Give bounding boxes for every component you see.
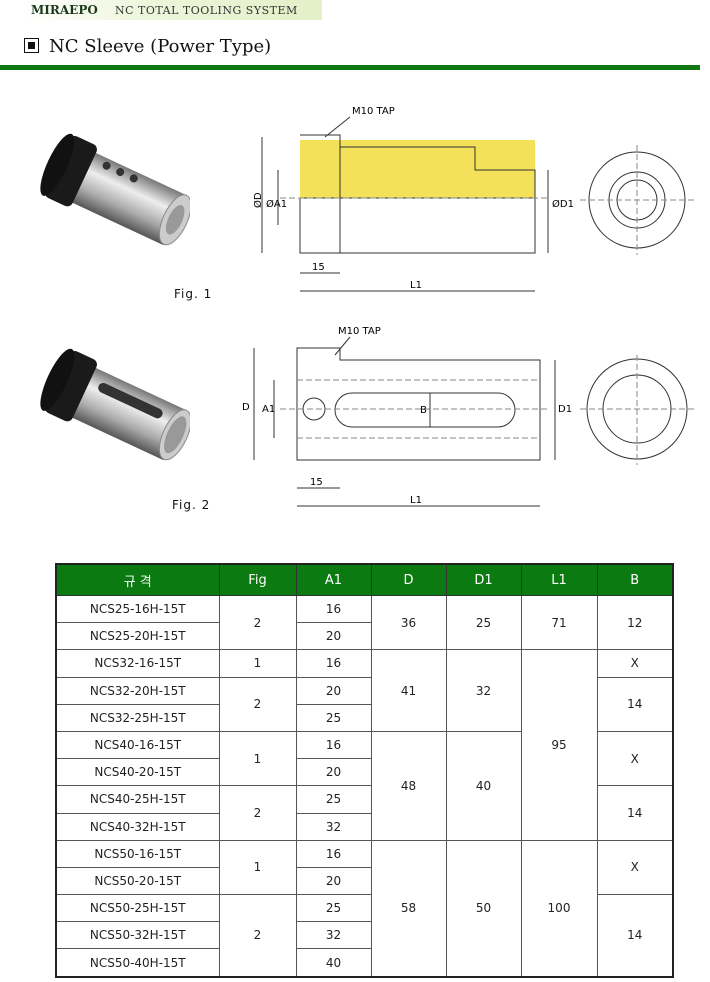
- divider: [0, 65, 700, 70]
- svg-text:ØD: ØD: [252, 192, 264, 208]
- cell-d: 48: [370, 730, 447, 841]
- cell-d: 58: [370, 839, 447, 978]
- svg-text:A1: A1: [262, 404, 275, 415]
- cell-d1: 40: [445, 730, 522, 841]
- cell-spec: NCS25-16H-15T: [55, 594, 220, 624]
- svg-text:L1: L1: [410, 495, 422, 506]
- cell-fig: 2: [218, 594, 297, 651]
- cell-d1: 32: [445, 649, 522, 732]
- fig2-label: Fig. 2: [172, 498, 211, 512]
- table-row: NCS50-40H-15T 40: [55, 948, 673, 978]
- col-b: B: [596, 563, 674, 596]
- cell-a1: 20: [295, 758, 372, 787]
- cell-d: 36: [370, 594, 447, 651]
- square-bullet-icon: [24, 38, 39, 53]
- drawing-fig2: M10 TAP D A1 B D1 15 L1: [242, 326, 695, 507]
- svg-text:D: D: [242, 402, 250, 413]
- cell-a1: 20: [295, 676, 372, 705]
- page-title: NC Sleeve (Power Type): [24, 36, 271, 57]
- cell-a1: 25: [295, 703, 372, 732]
- col-fig: Fig: [218, 563, 297, 596]
- cell-spec: NCS40-20-15T: [55, 758, 220, 787]
- cell-b: 14: [596, 785, 674, 841]
- cell-l1: 71: [520, 594, 598, 651]
- table-row: NCS25-20H-15T 20: [55, 622, 673, 651]
- cell-a1: 20: [295, 866, 372, 896]
- cell-a1: 25: [295, 785, 372, 814]
- cell-spec: NCS40-32H-15T: [55, 812, 220, 841]
- cell-spec: NCS40-25H-15T: [55, 785, 220, 814]
- col-d: D: [370, 563, 447, 596]
- svg-text:D1: D1: [558, 404, 572, 415]
- cell-a1: 32: [295, 921, 372, 950]
- cell-b: X: [596, 839, 674, 896]
- cell-l1: 95: [520, 649, 598, 841]
- svg-text:M10 TAP: M10 TAP: [352, 106, 395, 117]
- cell-spec: NCS50-25H-15T: [55, 894, 220, 923]
- fig1-label: Fig. 1: [174, 287, 213, 301]
- cell-fig: 2: [218, 785, 297, 841]
- cell-a1: 16: [295, 839, 372, 868]
- cell-b: 14: [596, 894, 674, 978]
- cell-d1: 50: [445, 839, 522, 978]
- svg-text:L1: L1: [410, 280, 422, 291]
- svg-text:ØD1: ØD1: [552, 198, 574, 210]
- product-photo-fig2: [40, 348, 190, 461]
- svg-text:B: B: [420, 405, 427, 416]
- cell-fig: 1: [218, 839, 297, 896]
- cell-fig: 2: [218, 894, 297, 978]
- table-row: NCS32-25H-15T 25: [55, 703, 673, 732]
- cell-a1: 16: [295, 730, 372, 760]
- system-name: NC TOTAL TOOLING SYSTEM: [115, 4, 298, 17]
- cell-a1: 40: [295, 948, 372, 978]
- svg-text:ØA1: ØA1: [266, 198, 287, 210]
- drawing-fig1: M10 TAP ØD ØA1 ØD1 15 L1: [252, 106, 695, 292]
- cell-a1: 25: [295, 894, 372, 923]
- col-spec: 규 격: [55, 563, 220, 596]
- col-a1: A1: [295, 563, 372, 596]
- cell-d: 41: [370, 649, 447, 732]
- cell-fig: 1: [218, 730, 297, 787]
- cell-b: 14: [596, 676, 674, 732]
- cell-l1: 100: [520, 839, 598, 978]
- col-l1: L1: [520, 563, 598, 596]
- cell-b: X: [596, 649, 674, 678]
- table-header-row: 규 격 Fig A1 D D1 L1 B: [55, 563, 674, 596]
- cell-b: X: [596, 730, 674, 787]
- cell-a1: 16: [295, 594, 372, 624]
- cell-spec: NCS50-32H-15T: [55, 921, 220, 950]
- cell-spec: NCS32-16-15T: [55, 649, 220, 678]
- header-bar: [22, 0, 322, 20]
- cell-spec: NCS32-20H-15T: [55, 676, 220, 705]
- svg-text:15: 15: [310, 477, 323, 488]
- cell-spec: NCS32-25H-15T: [55, 703, 220, 732]
- svg-text:M10 TAP: M10 TAP: [338, 326, 381, 337]
- cell-spec: NCS50-20-15T: [55, 866, 220, 896]
- cell-b: 12: [596, 594, 674, 651]
- product-photo-fig1: [40, 133, 190, 246]
- cell-spec: NCS50-16-15T: [55, 839, 220, 868]
- brand: MIRAEPO: [31, 3, 98, 17]
- cell-a1: 20: [295, 622, 372, 651]
- svg-text:15: 15: [312, 262, 325, 273]
- table-row: NCS50-32H-15T 32: [55, 921, 673, 950]
- cell-a1: 16: [295, 649, 372, 678]
- cell-d1: 25: [445, 594, 522, 651]
- cell-spec: NCS40-16-15T: [55, 730, 220, 760]
- cell-spec: NCS25-20H-15T: [55, 622, 220, 651]
- cell-fig: 1: [218, 649, 297, 678]
- col-d1: D1: [445, 563, 522, 596]
- cell-a1: 32: [295, 812, 372, 841]
- cell-spec: NCS50-40H-15T: [55, 948, 220, 978]
- cell-fig: 2: [218, 676, 297, 732]
